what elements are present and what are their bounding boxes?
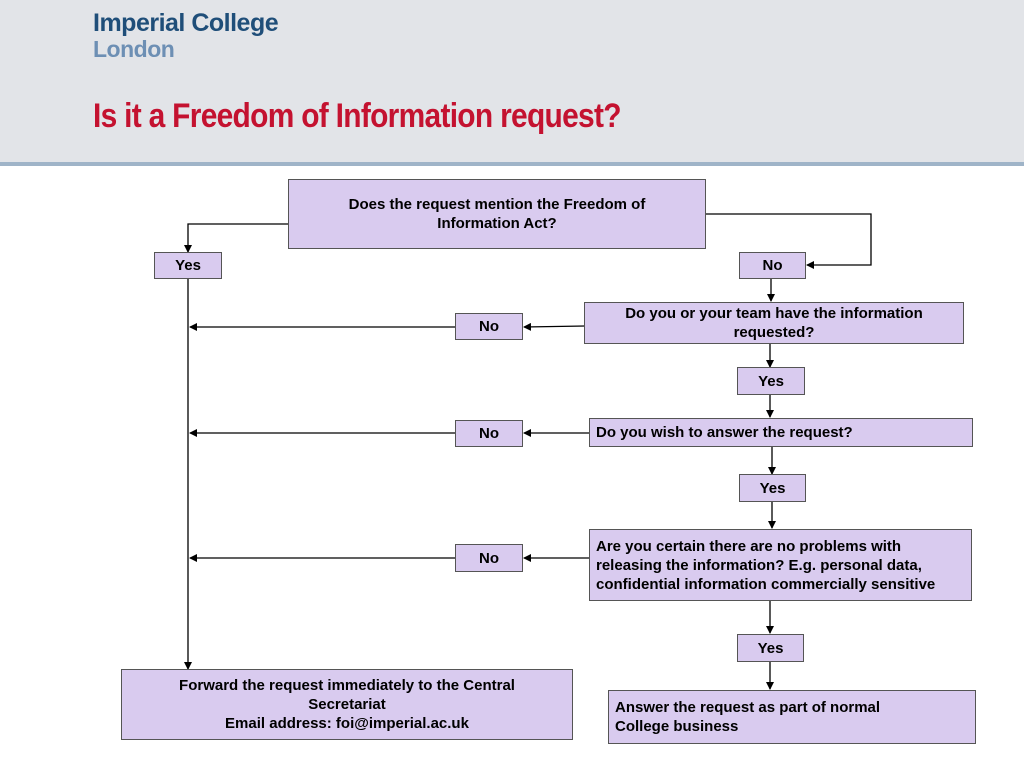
connector-q1-yes [184, 223, 289, 253]
header-band: Imperial College London Is it a Freedom … [0, 0, 1024, 166]
question-no-problems-releasing: Are you certain there are no problems wi… [589, 529, 972, 601]
answer-no-have-information: No [455, 313, 523, 340]
answer-yes-wish-to-answer: Yes [739, 474, 806, 502]
outcome-forward-to-central-secretariat: Forward the request immediately to the C… [121, 669, 573, 740]
connector-q1-no [705, 213, 872, 269]
page-title: Is it a Freedom of Information request? [93, 97, 621, 135]
answer-yes-mentions-act: Yes [154, 252, 222, 279]
answer-no-wish-to-answer: No [455, 420, 523, 447]
answer-yes-have-information: Yes [737, 367, 805, 395]
connector-q2-no [523, 322, 586, 331]
answer-no-problems-releasing: No [455, 544, 523, 572]
answer-no-mentions-act: No [739, 252, 806, 279]
question-mention-foi-act: Does the request mention the Freedom of … [288, 179, 706, 249]
logo-imperial-college: Imperial College [93, 9, 279, 37]
answer-yes-problems-releasing: Yes [737, 634, 804, 662]
question-wish-to-answer: Do you wish to answer the request? [589, 418, 973, 447]
logo-london: London [93, 36, 175, 62]
forward-instruction: Forward the request immediately to the C… [179, 677, 515, 713]
forward-email: Email address: foi@imperial.ac.uk [225, 715, 469, 732]
outcome-answer-as-normal-business: Answer the request as part of normal Col… [608, 690, 976, 744]
question-have-information: Do you or your team have the information… [584, 302, 964, 344]
